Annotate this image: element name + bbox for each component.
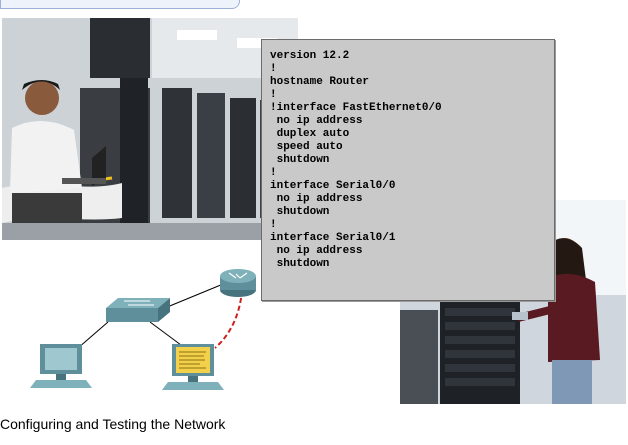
- config-line: shutdown: [270, 206, 330, 218]
- router-config-panel: version 12.2 ! hostname Router ! !interf…: [261, 39, 555, 301]
- link-switch-pc-left: [77, 321, 109, 349]
- router-icon[interactable]: [220, 269, 256, 297]
- server-room-photo: [2, 18, 298, 240]
- config-line: speed auto: [270, 141, 343, 153]
- pc-icon[interactable]: [30, 344, 92, 388]
- page-caption: Configuring and Testing the Network: [0, 416, 226, 432]
- config-line: no ip address: [270, 115, 363, 127]
- pc-with-console-icon[interactable]: [162, 344, 224, 390]
- config-line: !: [270, 219, 277, 231]
- top-tab-strip: [0, 0, 240, 9]
- console-cable: [214, 289, 243, 349]
- network-diagram: [30, 269, 256, 390]
- config-line: !: [270, 63, 277, 75]
- config-line: shutdown: [270, 258, 330, 270]
- config-line: interface Serial0/1: [270, 232, 396, 244]
- config-line: no ip address: [270, 245, 363, 257]
- link-switch-pc-config: [149, 321, 186, 349]
- config-line: hostname Router: [270, 76, 370, 88]
- config-line: !: [270, 89, 277, 101]
- config-line: duplex auto: [270, 128, 350, 140]
- running-config-text: version 12.2 ! hostname Router ! !interf…: [262, 40, 554, 271]
- switch-icon[interactable]: [106, 298, 170, 322]
- link-switch-router: [159, 281, 229, 311]
- config-line: no ip address: [270, 193, 363, 205]
- config-line: version 12.2: [270, 50, 350, 62]
- config-line: !: [270, 167, 277, 179]
- config-line: !interface FastEthernet0/0: [270, 102, 442, 114]
- config-line: interface Serial0/0: [270, 180, 396, 192]
- config-line: shutdown: [270, 154, 330, 166]
